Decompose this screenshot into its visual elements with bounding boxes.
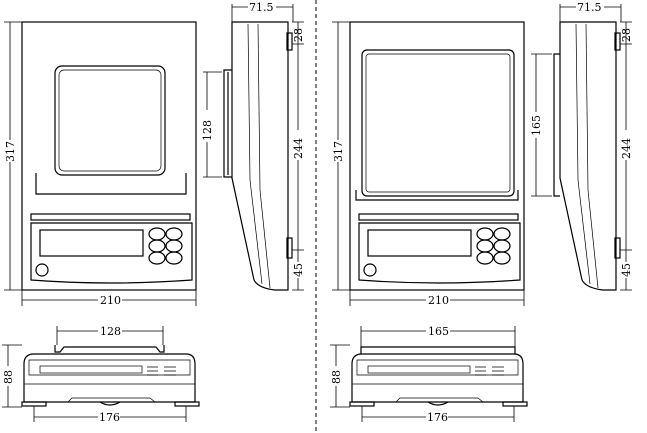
right-elevation-view: 165 88 176 (329, 325, 528, 424)
dim-depth: 317 (4, 141, 17, 162)
dim-height: 71.5 (249, 1, 274, 14)
dim-rear-offset: 28 (620, 28, 633, 42)
left-front-view: 317 210 (3, 21, 197, 307)
left-elevation-view: 128 88 176 (1, 325, 200, 424)
right-side-view: 71.5 165 28 244 45 (530, 1, 633, 291)
left-side-view: 71.5 128 28 244 45 (201, 1, 305, 291)
dim-pan-depth: 128 (201, 120, 214, 141)
dim-height: 71.5 (577, 1, 602, 14)
dim-pan-depth: 165 (530, 115, 543, 136)
dim-span: 244 (292, 138, 305, 159)
dim-elev-height: 88 (2, 370, 15, 384)
dim-span: 244 (620, 138, 633, 159)
right-front-view: 317 210 (331, 21, 525, 307)
dim-rear-offset: 28 (292, 28, 305, 42)
dim-width: 210 (428, 294, 449, 307)
dim-pan-width: 165 (428, 325, 449, 338)
dim-feet-span: 176 (99, 411, 120, 424)
dim-width: 210 (100, 294, 121, 307)
dim-pan-width: 128 (100, 325, 121, 338)
dim-front-offset: 45 (620, 263, 633, 277)
dim-feet-span: 176 (427, 411, 448, 424)
dim-depth: 317 (332, 141, 345, 162)
dim-front-offset: 45 (292, 263, 305, 277)
dim-elev-height: 88 (330, 370, 343, 384)
